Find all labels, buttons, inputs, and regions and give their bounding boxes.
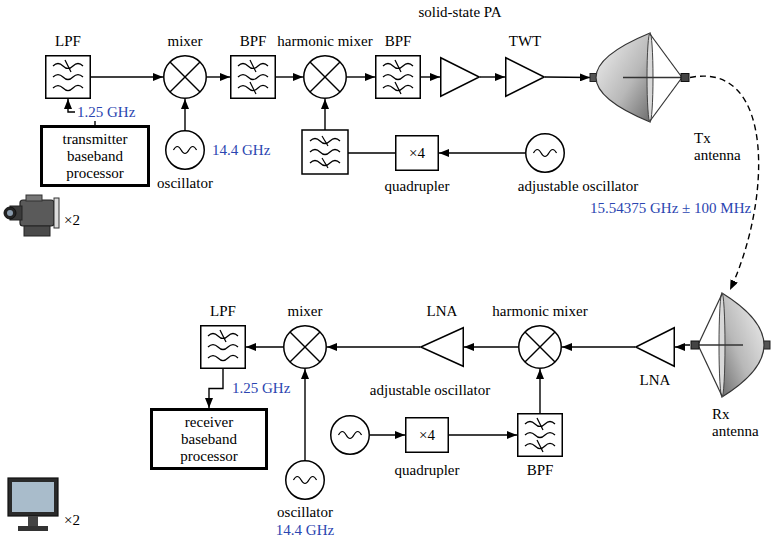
band-pass-filter: BPF [375,55,421,99]
oscillator-symbol: oscillator14.4 GHz [285,460,325,500]
oscillator-symbol-graphic [525,133,565,173]
component-label: Rx antenna [712,406,766,440]
signal-arrow [91,76,163,77]
component-label: LPF [55,33,81,50]
count-label: ×2 [64,212,80,229]
band-pass-filter [302,130,348,174]
signal-arrow [347,76,375,77]
component-label: transmitter baseband processor [46,131,144,182]
amplifier-symbol: LNA [635,327,675,367]
component-label: mixer [168,33,203,50]
signal-arrow [562,346,635,347]
count-label: ×2 [64,512,80,529]
component-label: harmonic mixer [277,33,372,50]
mixer-symbol: harmonic mixer [518,325,562,369]
antenna-dish-graphic [690,290,770,400]
component-label: adjustable oscillator [518,178,638,195]
signal-arrow [464,346,518,347]
mixer-symbol-graphic [518,325,562,369]
antenna-dish: Tx antenna [590,30,690,125]
mixer-symbol-graphic [163,55,207,99]
mixer-symbol: harmonic mixer [303,55,347,99]
amplifier-symbol-graphic [440,57,480,97]
signal-arrow [539,369,540,413]
frequency-label: 1.25 GHz [230,380,292,397]
radio-link [690,76,759,290]
amplifier-symbol-graphic [635,327,675,367]
signal-arrow [207,76,230,77]
component-label: oscillator [277,504,333,521]
signal-arrow [421,76,440,77]
signal-arrow [184,99,185,130]
frequency-label: 15.54375 GHz ± 100 MHz [590,200,751,217]
component-label: adjustable oscillator [370,382,490,399]
amplifier-symbol: LNA [420,327,464,367]
frequency-label: 14.4 GHz [276,522,334,539]
oscillator-symbol: adjustable oscillator [330,415,370,455]
component-label: LNA [640,372,671,389]
signal-arrow [276,76,303,77]
signal-arrow [675,345,690,347]
band-pass-filter-graphic [375,55,421,99]
band-pass-filter-graphic [230,55,276,99]
frequency-label: 14.4 GHz [212,142,270,159]
camera-icon [4,195,59,236]
processor-box: receiver baseband processor [150,408,268,470]
processor-box: transmitter baseband processor [40,125,150,187]
multiplier-box: ×4quadrupler [395,135,439,171]
signal-arrow [439,152,525,153]
oscillator-symbol: adjustable oscillator15.54375 GHz ± 100 … [525,133,565,173]
signal-arrow [370,434,405,435]
oscillator-symbol: 14.4 GHzoscillator [165,130,205,170]
antenna-dish: Rx antenna [690,290,770,400]
component-label: ×4 [411,427,443,444]
mixer-symbol: mixer [283,325,327,369]
band-pass-filter: BPF [517,413,563,457]
mixer-symbol-graphic [303,55,347,99]
component-label: quadrupler [385,178,450,195]
antenna-dish-graphic [590,30,690,125]
amplifier-symbol: solid-state PA [440,57,480,97]
oscillator-symbol-graphic [285,460,325,500]
amplifier-symbol: TWT [505,57,545,97]
component-label: oscillator [157,175,213,192]
signal-arrow [209,369,223,408]
frequency-label: 1.25 GHz [75,104,137,121]
low-pass-filter: LPF [200,325,246,369]
signal-arrow [327,346,420,347]
low-pass-filter: LPF [45,55,91,99]
component-label: LPF [210,303,236,320]
component-label: LNA [427,303,458,320]
component-label: TWT [509,33,541,50]
component-label: BPF [385,33,412,50]
component-label: ×4 [401,145,433,162]
mixer-symbol-graphic [283,325,327,369]
component-label: BPF [527,462,554,479]
component-label: harmonic mixer [492,303,587,320]
signal-arrow [246,346,283,347]
component-label: Tx antenna [694,130,748,164]
signal-arrow [545,76,590,78]
oscillator-symbol-graphic [165,130,205,170]
signal-arrow [449,434,517,435]
amplifier-symbol-graphic [505,57,545,97]
oscillator-symbol-graphic [330,415,370,455]
signal-arrow [304,369,305,460]
band-pass-filter-graphic [517,413,563,457]
band-pass-filter: BPF [230,55,276,99]
monitor-icon [8,478,58,531]
amplifier-symbol-graphic [420,327,464,367]
low-pass-filter-graphic [200,325,246,369]
component-label: quadrupler [395,462,460,479]
component-label: mixer [288,303,323,320]
signal-arrow [480,76,505,77]
component-label: solid-state PA [418,4,502,21]
component-label: BPF [240,33,267,50]
low-pass-filter-graphic [45,55,91,99]
mixer-symbol: mixer [163,55,207,99]
multiplier-box: ×4quadrupler [405,417,449,453]
component-label: receiver baseband processor [156,414,262,465]
